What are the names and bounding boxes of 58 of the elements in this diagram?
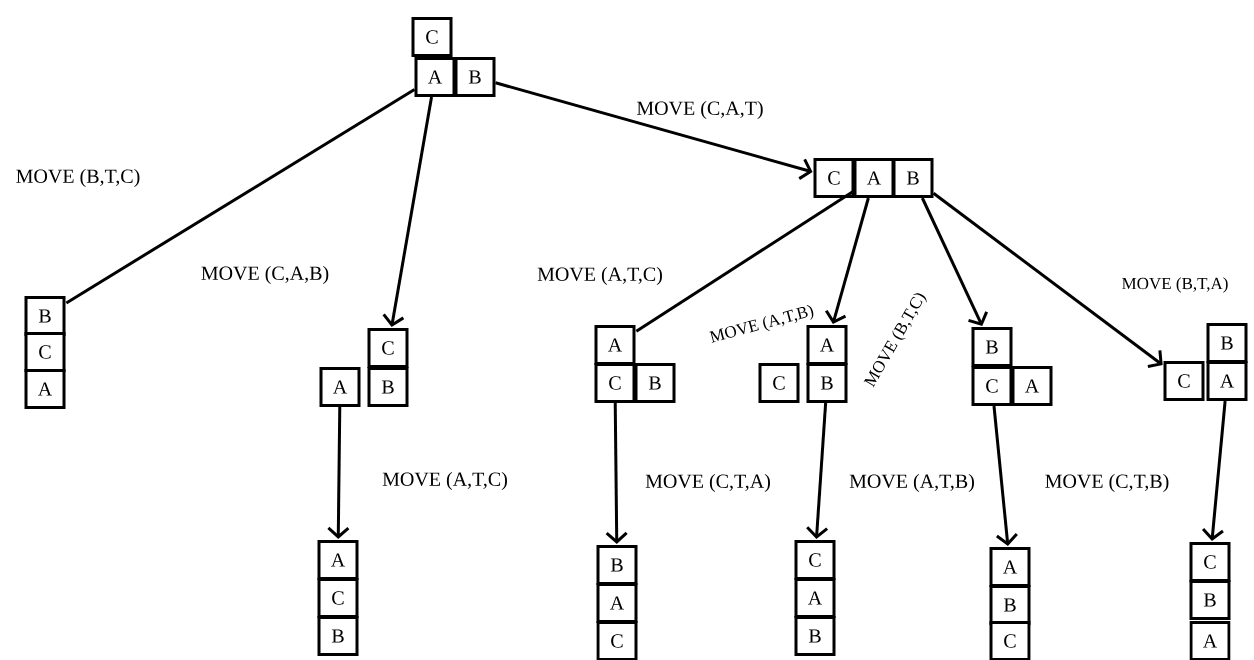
edge-label: MOVE (C,T,B) <box>1043 472 1171 494</box>
block-box: A <box>317 540 359 580</box>
arrow <box>495 81 813 180</box>
block-box: C <box>367 328 409 368</box>
edge-label: MOVE (B,T,A) <box>1120 276 1230 294</box>
block-box: A <box>24 369 66 409</box>
block-box: C <box>989 621 1031 660</box>
block-box: C <box>758 363 800 403</box>
arrow <box>806 402 829 539</box>
arrow <box>327 406 350 539</box>
block-box: B <box>317 616 359 656</box>
arrow <box>932 192 1163 368</box>
edge-label: MOVE (C,A,B) <box>199 264 331 286</box>
arrow <box>825 197 870 325</box>
edge-label: MOVE (B,T,C) <box>14 167 142 189</box>
arrow <box>382 96 433 327</box>
block-box: A <box>1189 621 1231 660</box>
block-box: B <box>806 363 848 403</box>
block-box: A <box>1206 361 1248 401</box>
edge-label: MOVE (C,A,T) <box>635 99 765 121</box>
arrow <box>992 405 1018 546</box>
block-box: A <box>989 547 1031 587</box>
block-box: B <box>634 363 676 403</box>
block-box: A <box>853 158 895 198</box>
block-box: C <box>317 578 359 618</box>
block-box: B <box>1206 323 1248 363</box>
block-box: B <box>989 585 1031 625</box>
block-box: B <box>24 296 66 336</box>
edge-label: MOVE (A,T,B) <box>848 472 976 494</box>
block-box: A <box>806 325 848 365</box>
block-box: C <box>1189 542 1231 582</box>
block-box: B <box>454 57 496 97</box>
arrow <box>1201 400 1227 541</box>
edge-label: MOVE (A,T,C) <box>381 470 509 492</box>
block-box: A <box>319 367 361 407</box>
block-box: C <box>594 363 636 403</box>
block-box: B <box>892 158 934 198</box>
block-box: B <box>596 545 638 585</box>
arrow <box>921 197 989 327</box>
block-box: A <box>414 57 456 97</box>
block-box: B <box>1189 580 1231 620</box>
block-box: B <box>971 327 1013 367</box>
block-box: C <box>794 540 836 580</box>
block-box: C <box>24 332 66 372</box>
arrow <box>605 402 628 544</box>
block-box: B <box>794 616 836 656</box>
block-box: A <box>596 583 638 623</box>
block-box: A <box>794 578 836 618</box>
block-box: C <box>411 17 453 57</box>
block-box: C <box>813 158 855 198</box>
block-box: C <box>1163 361 1205 401</box>
edge-label: MOVE (A,T,C) <box>536 265 664 287</box>
block-box: A <box>1011 366 1053 406</box>
block-box: C <box>971 366 1013 406</box>
block-box: A <box>594 325 636 365</box>
edge-label: MOVE (C,T,A) <box>644 472 772 494</box>
block-box: B <box>367 367 409 407</box>
block-box: C <box>596 621 638 660</box>
